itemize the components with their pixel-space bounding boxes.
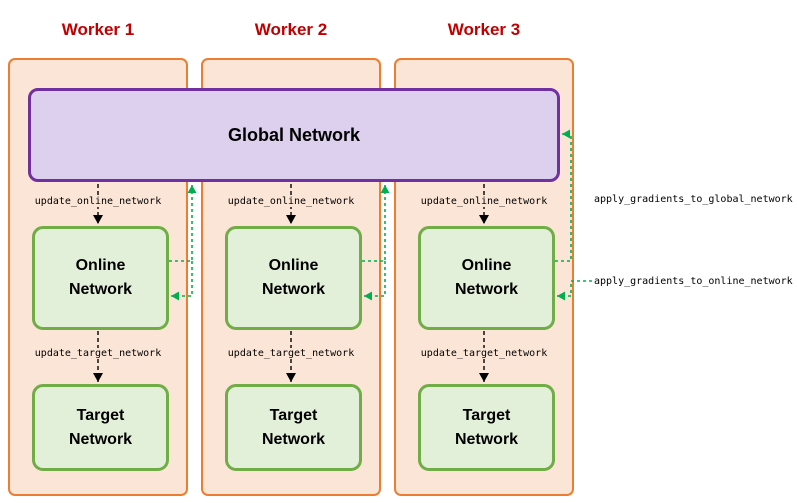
apply-gradients-to-online-label: apply_gradients_to_online_network — [594, 276, 793, 287]
global-network-box: Global Network — [28, 88, 560, 182]
worker-2-target-network-box: Target Network — [225, 384, 362, 471]
worker-3-title: Worker 3 — [447, 20, 521, 39]
worker-3-target-network-label: Target Network — [454, 406, 519, 448]
worker-2-online-network-label: Online Network — [261, 257, 326, 298]
worker-1-online-network-label: Online Network — [68, 257, 133, 298]
worker-1-target-network-label: Target Network — [68, 406, 133, 448]
worker-1-title: Worker 1 — [61, 20, 135, 39]
worker-2-title: Worker 2 — [254, 20, 328, 39]
apply-gradients-to-global-label: apply_gradients_to_global_network — [594, 194, 793, 205]
global-network-label: Global Network — [227, 124, 361, 145]
update-target-label-w2: update_target_network — [226, 348, 356, 359]
update-online-label-w2: update_online_network — [226, 196, 356, 207]
worker-2-target-network-label: Target Network — [261, 406, 326, 448]
update-online-label-w1: update_online_network — [33, 196, 163, 207]
worker-2-online-network-box: Online Network — [225, 226, 362, 330]
update-target-label-w3: update_target_network — [419, 348, 549, 359]
worker-3-online-network-label: Online Network — [454, 257, 519, 298]
update-online-label-w3: update_online_network — [419, 196, 549, 207]
worker-1-target-network-box: Target Network — [32, 384, 169, 471]
update-target-label-w1: update_target_network — [33, 348, 163, 359]
worker-3-target-network-box: Target Network — [418, 384, 555, 471]
worker-3-online-network-box: Online Network — [418, 226, 555, 330]
worker-1-online-network-box: Online Network — [32, 226, 169, 330]
